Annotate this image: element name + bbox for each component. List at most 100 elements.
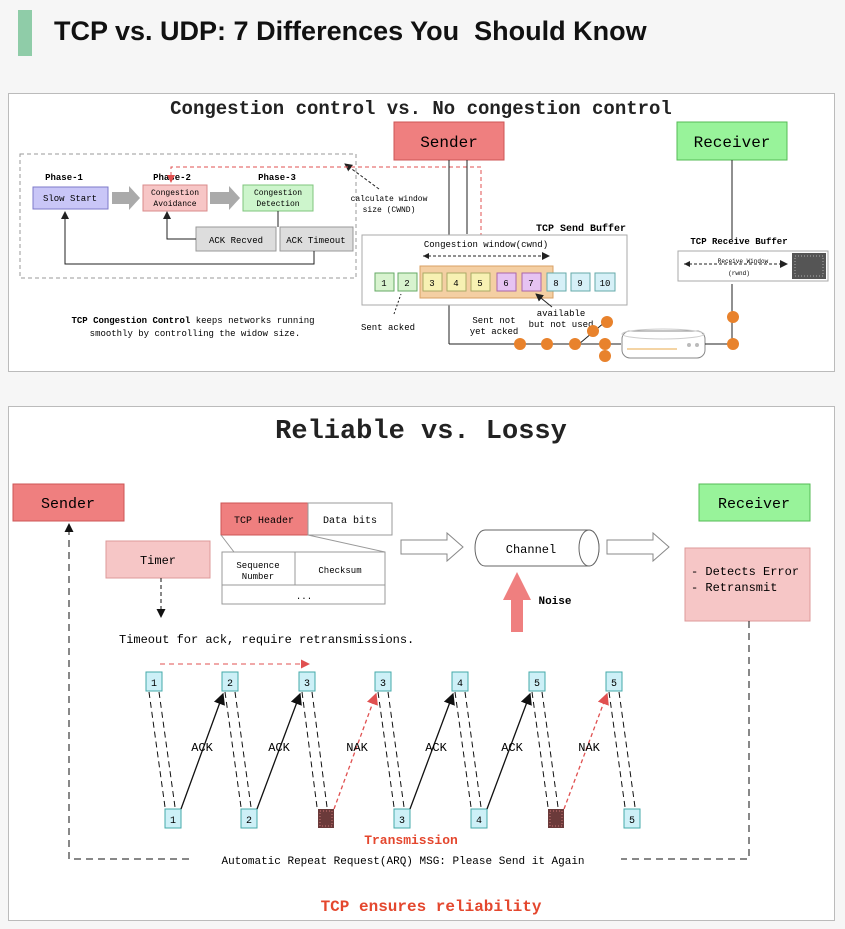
top-sender-text: Sender <box>420 134 478 152</box>
congestion-avoidance-box <box>142 184 208 212</box>
title-accent <box>18 10 32 56</box>
tx-line-4a <box>377 691 395 808</box>
top-packet-2 <box>221 671 239 692</box>
packet-4-text: 4 <box>453 279 458 289</box>
tx-line-6b <box>541 691 559 808</box>
ack-arrow-3 <box>409 692 455 810</box>
congestion-control-frame <box>19 153 357 279</box>
packet-7-box <box>521 272 542 292</box>
packet-3-box <box>422 272 443 292</box>
packet-4-box <box>446 272 467 292</box>
top-packet-6 <box>528 671 546 692</box>
packet-9-box <box>570 272 591 292</box>
top-packet-3 <box>298 671 316 692</box>
bottom-packet-5-text: 5 <box>629 816 635 827</box>
packet-5-text: 5 <box>477 279 482 289</box>
bottom-packet-1 <box>164 808 182 829</box>
packet-10-text: 10 <box>600 279 611 289</box>
ack-arrow-1 <box>180 692 225 810</box>
receive-buffer-title: TCP Receive Buffer <box>690 237 787 247</box>
ack-label-1: ACK <box>191 741 213 755</box>
retransmit-text: - Retransmit <box>691 581 777 595</box>
transmission-lines <box>148 691 636 808</box>
packet-1-text: 1 <box>381 279 386 289</box>
slow-start-text: Slow Start <box>43 194 97 204</box>
receive-window-text-1: Receive Window <box>718 258 769 265</box>
congestion-detection-box <box>242 184 314 212</box>
ack-timeout-feedback <box>61 211 315 265</box>
network-pipe <box>621 330 706 359</box>
congestion-note-line-2: smoothly by controlling the widow size. <box>90 329 301 339</box>
received-packets: 1 2 3 4 5 <box>164 808 641 829</box>
dot-3 <box>569 338 581 350</box>
ack-recved-feedback <box>163 211 196 240</box>
congestion-diagram: Congestion control vs. No congestion con… <box>19 98 829 362</box>
bottom-packet-5 <box>623 808 641 829</box>
sent-not-text-1: Sent not <box>472 316 515 326</box>
available-text-2: but not used <box>529 320 594 330</box>
congestion-detection-text-2: Detection <box>256 200 299 209</box>
top-packet-6-text: 5 <box>534 679 540 690</box>
bottom-packet-3 <box>393 808 411 829</box>
tx-line-4b <box>387 691 405 808</box>
bottom-packet-2 <box>240 808 258 829</box>
packet-3-text: 3 <box>429 279 434 289</box>
dot-1 <box>514 338 526 350</box>
corrupted-packet-2 <box>548 809 564 828</box>
tx-line-3a <box>301 691 318 808</box>
top-sender-box <box>393 121 505 161</box>
send-buffer-title: TCP Send Buffer <box>536 223 626 235</box>
bottom-packet-4-text: 4 <box>476 816 482 827</box>
bottom-packet-2-text: 2 <box>246 816 252 827</box>
dot-4 <box>587 325 599 337</box>
dot-2 <box>541 338 553 350</box>
top-packet-1-text: 1 <box>151 679 157 690</box>
packet-10-box <box>594 272 616 292</box>
data-bits-text: Data bits <box>323 515 377 527</box>
tx-line-3b <box>311 691 328 808</box>
arq-loop-left <box>64 523 189 860</box>
dot-6 <box>599 338 611 350</box>
ellipsis-text: ... <box>296 592 312 602</box>
channel-cap <box>578 529 600 567</box>
sent-acked-text: Sent acked <box>361 323 415 333</box>
dot-8 <box>727 338 739 350</box>
receive-buffer-noise <box>792 253 826 279</box>
top-packet-1 <box>145 671 163 692</box>
ack-label-3: ACK <box>425 741 447 755</box>
cwnd-feedback-line <box>167 166 482 286</box>
network-light-2 <box>695 343 699 347</box>
data-bits-box <box>307 502 393 536</box>
congestion-detection-text-1: Congestion <box>254 189 302 198</box>
packet-1-box <box>374 272 395 292</box>
phase-2-label: Phase-2 <box>153 173 191 183</box>
packet-7-text: 7 <box>528 279 533 289</box>
receive-window-text-2: (rwnd) <box>728 270 750 277</box>
cwnd-label: Congestion window(cwnd) <box>424 240 548 250</box>
available-pointer <box>535 293 553 308</box>
sent-acked-pointer <box>393 293 402 315</box>
top-packet-7-text: 5 <box>611 679 617 690</box>
tx-line-7a <box>608 691 626 808</box>
top-packet-4-text: 3 <box>380 679 386 690</box>
ack-timeout-box <box>279 226 354 252</box>
arq-text: Automatic Repeat Request(ARQ) MSG: Pleas… <box>221 856 584 868</box>
packet-2-box <box>397 272 418 292</box>
ack-label-4: ACK <box>501 741 523 755</box>
ack-recved-text: ACK Recved <box>209 236 263 246</box>
bottom-sender-box <box>12 483 125 522</box>
tx-line-2b <box>234 691 252 808</box>
bottom-packet-3-text: 3 <box>399 816 405 827</box>
reliability-heading: Reliable vs. Lossy <box>275 417 567 447</box>
tcp-header-box <box>220 502 309 536</box>
top-packet-2-text: 2 <box>227 679 233 690</box>
header-fields <box>221 551 386 605</box>
sent-not-text-2: yet acked <box>470 327 519 337</box>
top-receiver-text: Receiver <box>694 134 771 152</box>
packet-6-box <box>496 272 517 292</box>
calc-window-arrow <box>344 163 380 190</box>
channel-text: Channel <box>506 543 556 557</box>
tx-line-1b <box>158 691 176 808</box>
bottom-packet-4 <box>470 808 488 829</box>
noise-arrow <box>503 572 531 632</box>
